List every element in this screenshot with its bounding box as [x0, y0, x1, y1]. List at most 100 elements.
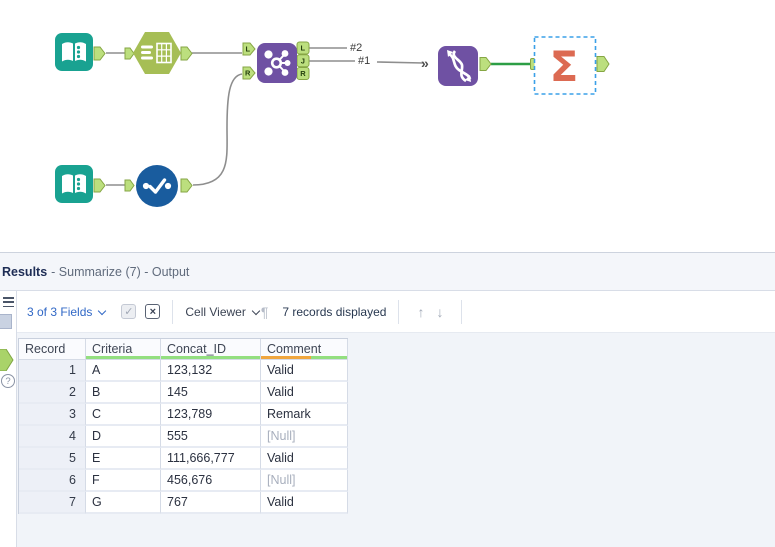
join-tool[interactable] — [257, 43, 297, 83]
cell-concat-id[interactable]: 767 — [161, 492, 261, 514]
connection-to-union[interactable] — [376, 61, 424, 64]
divider — [461, 299, 463, 324]
clear-selection-button[interactable]: × — [145, 304, 161, 319]
input1-output-anchor[interactable] — [93, 46, 106, 61]
whitespace-toggle-icon[interactable]: ¶ — [260, 303, 269, 320]
select-tool[interactable] — [136, 165, 178, 207]
cell-record[interactable]: 2 — [19, 382, 86, 404]
union-output-anchor[interactable] — [479, 57, 492, 71]
column-header-label: Concat_ID — [167, 342, 227, 356]
input2-output-anchor[interactable] — [93, 178, 106, 193]
connection-label-1: #1 — [358, 55, 370, 67]
input-data-tool-1[interactable] — [55, 33, 93, 71]
cell-viewer-dropdown[interactable]: Cell Viewer — [185, 304, 261, 319]
cell-comment[interactable]: Valid — [261, 360, 348, 382]
cell-comment[interactable]: Valid — [261, 382, 348, 404]
cell-criteria[interactable]: A — [86, 360, 161, 382]
connection-label-2: #2 — [350, 42, 362, 54]
join-input-anchor-l[interactable]: L — [242, 42, 256, 56]
cell-record[interactable]: 1 — [19, 360, 86, 382]
results-toolbar: 3 of 3 Fields ✓ × Cell Viewer ¶ 7 record… — [17, 291, 775, 333]
cell-comment[interactable]: Valid — [261, 448, 348, 470]
select-output-anchor[interactable] — [180, 178, 193, 193]
results-title-detail: - Summarize (7) - Output — [51, 264, 190, 279]
results-title-bar: Results - Summarize (7) - Output — [0, 252, 775, 291]
records-displayed-label: 7 records displayed — [282, 304, 387, 319]
cell-criteria[interactable]: F — [86, 470, 161, 492]
cell-record[interactable]: 5 — [19, 448, 86, 470]
column-header-record[interactable]: Record — [19, 339, 86, 360]
svg-text:L: L — [246, 45, 251, 54]
table-row: 5 E 111,666,777 Valid — [19, 448, 348, 470]
summarize-tool[interactable]: Σ — [543, 42, 585, 91]
cell-record[interactable]: 3 — [19, 404, 86, 426]
cell-concat-id[interactable]: 555 — [161, 426, 261, 448]
cell-criteria[interactable]: C — [86, 404, 161, 426]
cell-concat-id[interactable]: 456,676 — [161, 470, 261, 492]
cell-comment[interactable]: Valid — [261, 492, 348, 514]
union-tool[interactable] — [438, 46, 478, 86]
cell-comment[interactable]: Remark — [261, 404, 348, 426]
output-anchor-selector[interactable] — [0, 349, 14, 371]
cell-criteria[interactable]: D — [86, 426, 161, 448]
divider — [172, 299, 174, 324]
connection-select-join-r[interactable] — [192, 73, 243, 186]
data-quality-bar — [261, 356, 347, 359]
table-row: 6 F 456,676 [Null] — [19, 470, 348, 492]
results-table: Record Criteria Concat_ID Comment — [18, 338, 348, 514]
data-quality-bar — [161, 356, 260, 359]
column-header-concat-id[interactable]: Concat_ID — [161, 339, 261, 360]
multi-connection-marker: » — [421, 55, 429, 71]
fields-dropdown-label: 3 of 3 Fields — [27, 304, 93, 319]
join-output-anchor-r[interactable]: R — [296, 67, 310, 80]
table-row: 2 B 145 Valid — [19, 382, 348, 404]
column-header-label: Criteria — [92, 342, 133, 356]
book-icon — [62, 42, 86, 62]
menu-icon[interactable] — [3, 297, 14, 310]
workflow-canvas[interactable]: #2 #1 » L R L J R — [0, 0, 775, 252]
text-input-tool[interactable] — [133, 32, 181, 74]
table-header-row: Record Criteria Concat_ID Comment — [19, 339, 348, 360]
arrow-up-icon[interactable]: ↑ — [417, 303, 425, 320]
results-title: Results — [2, 264, 48, 279]
svg-text:R: R — [300, 69, 306, 78]
cell-criteria[interactable]: B — [86, 382, 161, 404]
cell-comment[interactable]: [Null] — [261, 470, 348, 492]
cell-comment[interactable]: [Null] — [261, 426, 348, 448]
cell-record[interactable]: 7 — [19, 492, 86, 514]
join-input-anchor-r[interactable]: R — [242, 66, 256, 80]
svg-text:R: R — [245, 69, 251, 78]
table-row: 1 A 123,132 Valid — [19, 360, 348, 382]
arrow-down-icon[interactable]: ↓ — [436, 303, 444, 320]
cell-viewer-label: Cell Viewer — [185, 304, 246, 319]
select-input-anchor[interactable] — [124, 179, 135, 192]
help-icon[interactable]: ? — [1, 374, 15, 388]
input-data-tool-2[interactable] — [55, 165, 93, 203]
column-header-criteria[interactable]: Criteria — [86, 339, 161, 360]
text-table-icon — [141, 42, 172, 64]
divider — [398, 299, 400, 324]
textinput-input-anchor[interactable] — [124, 47, 135, 60]
summarize-output-anchor[interactable] — [596, 56, 610, 72]
results-grid-area: Record Criteria Concat_ID Comment — [17, 333, 775, 547]
join-output-anchor-j[interactable]: J — [296, 54, 310, 68]
column-header-comment[interactable]: Comment — [261, 339, 348, 360]
book-icon — [62, 174, 86, 194]
cell-concat-id[interactable]: 123,789 — [161, 404, 261, 426]
textinput-output-anchor[interactable] — [180, 46, 193, 61]
select-all-checkbox[interactable]: ✓ — [121, 304, 137, 319]
cell-concat-id[interactable]: 111,666,777 — [161, 448, 261, 470]
fields-dropdown[interactable]: 3 of 3 Fields — [27, 304, 107, 319]
panel-toggle-icon[interactable] — [0, 314, 12, 329]
cell-concat-id[interactable]: 123,132 — [161, 360, 261, 382]
cell-criteria[interactable]: E — [86, 448, 161, 470]
column-header-label: Record — [25, 342, 66, 356]
join-output-anchor-l[interactable]: L — [296, 41, 310, 55]
cell-criteria[interactable]: G — [86, 492, 161, 514]
cell-concat-id[interactable]: 145 — [161, 382, 261, 404]
table-row: 7 G 767 Valid — [19, 492, 348, 514]
data-quality-bar — [86, 356, 160, 359]
cell-record[interactable]: 6 — [19, 470, 86, 492]
cell-record[interactable]: 4 — [19, 426, 86, 448]
select-check-icon — [142, 178, 172, 194]
